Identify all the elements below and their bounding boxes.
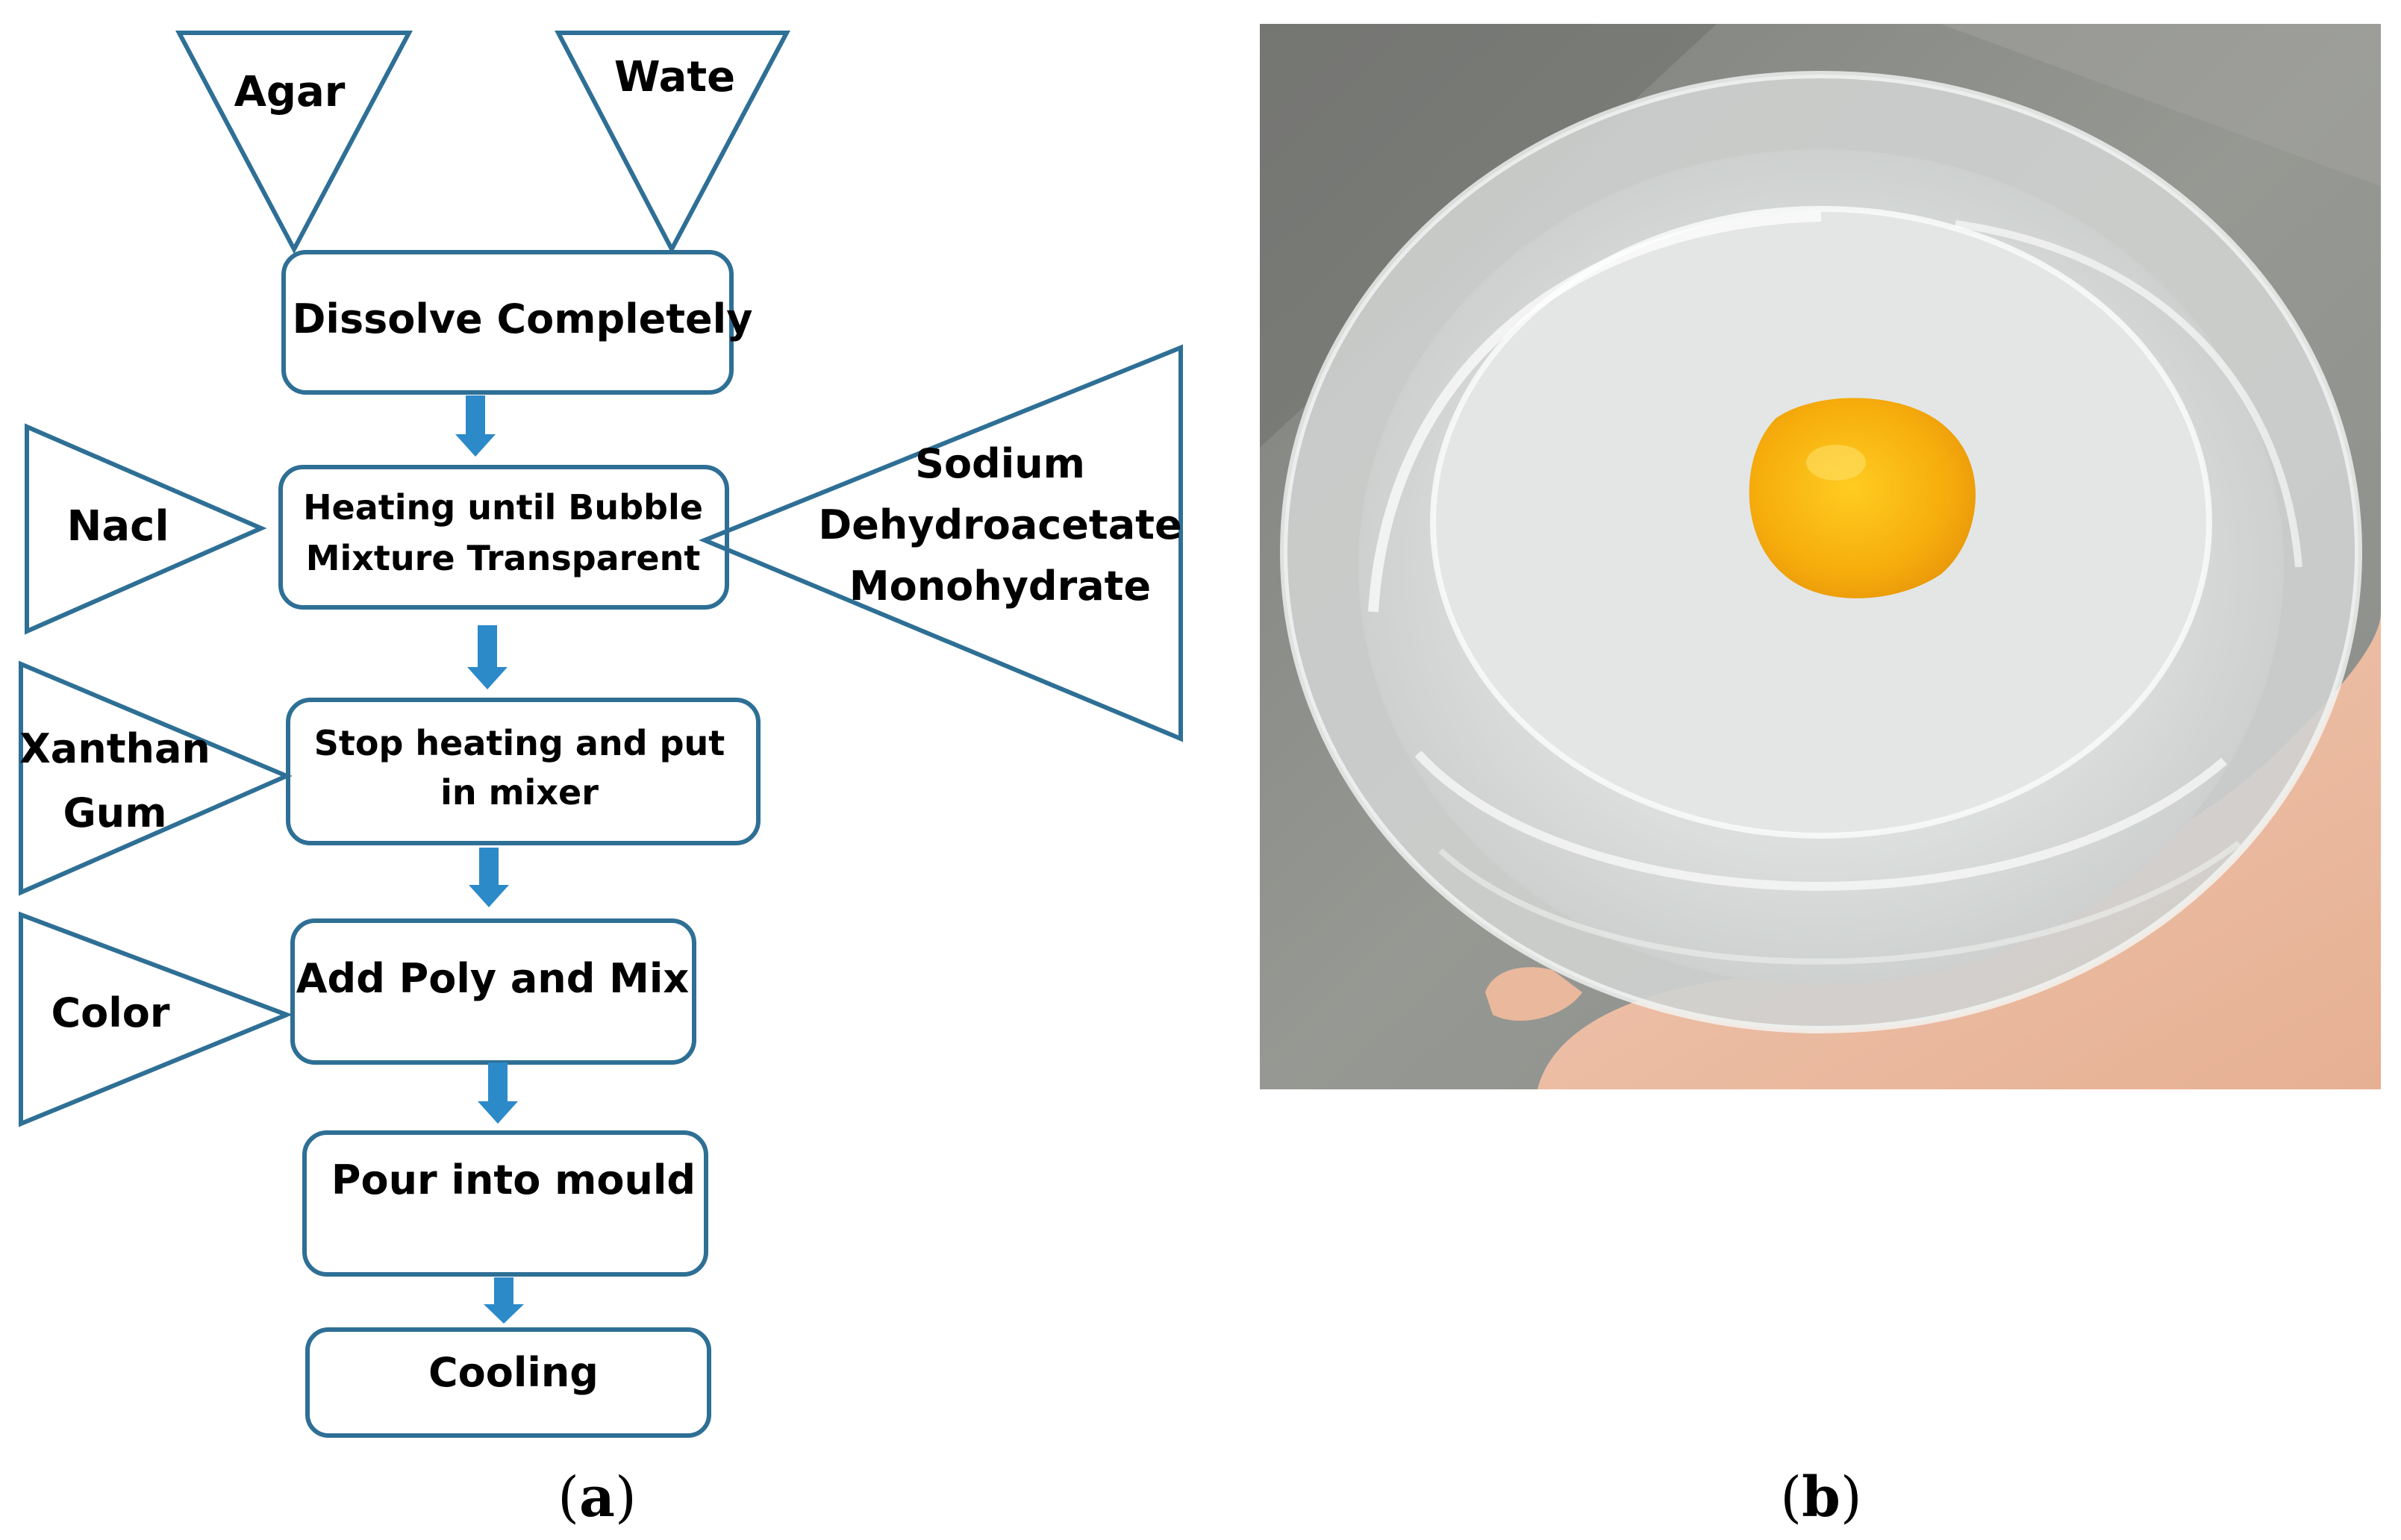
input-water-label: Wate — [614, 53, 735, 101]
product-photo — [1260, 24, 2381, 1089]
step-heating-box — [278, 465, 729, 610]
caption-b: (b) — [1780, 1465, 1862, 1530]
input-nacl-label: Nacl — [66, 502, 169, 551]
step-pour: Pour into mould — [302, 1130, 708, 1277]
input-sodium-label-1: Sodium — [915, 440, 1085, 487]
flow-arrow-4 — [478, 1062, 518, 1124]
step-dissolve-box — [281, 250, 734, 395]
step-heating-label-2: Mixture Transparent — [306, 538, 701, 578]
input-xanthan-label-1: Xanthan — [19, 725, 210, 772]
step-pour-label: Pour into mould — [331, 1156, 696, 1203]
step-cooling: Cooling — [305, 1327, 711, 1438]
step-dissolve: Dissolve Completely — [281, 250, 753, 395]
flow-arrow-2 — [467, 625, 508, 689]
input-sodium-label-2: Dehydroacetate — [818, 501, 1181, 548]
input-nacl-triangle — [25, 423, 267, 635]
input-sodium-triangle — [699, 344, 1183, 742]
step-heating: Heating until Bubble Mixture Transparent — [278, 465, 729, 610]
input-agar-triangle — [175, 31, 413, 254]
input-color-label: Color — [51, 989, 170, 1036]
input-agar-label: Agar — [234, 68, 346, 116]
flow-arrow-3 — [469, 848, 509, 907]
input-sodium-dehydroacetate: Sodium Dehydroacetate Monohydrate — [699, 344, 1183, 742]
input-color-triangle — [19, 911, 293, 1127]
caption-a: (a) — [558, 1465, 637, 1530]
input-sodium-label-3: Monohydrate — [849, 563, 1151, 610]
step-stop-heating-label-1: Stop heating and put — [314, 723, 725, 763]
input-xanthan-label-2: Gum — [63, 789, 166, 836]
input-water-triangle — [555, 31, 790, 254]
step-cooling-box — [305, 1327, 711, 1438]
flow-arrow-5 — [484, 1277, 524, 1324]
input-agar: Agar — [175, 31, 413, 254]
step-pour-box — [302, 1130, 708, 1277]
step-add-poly: Add Poly and Mix — [290, 918, 696, 1065]
step-heating-label-1: Heating until Bubble — [303, 487, 703, 528]
step-dissolve-label: Dissolve Completely — [293, 295, 753, 342]
flowchart-panel: Agar Wate Nacl Sodium Dehydroacetate Mon… — [19, 31, 1183, 1530]
step-stop-heating-box — [286, 698, 761, 845]
step-stop-heating: Stop heating and put in mixer — [286, 698, 761, 845]
input-color: Color — [19, 911, 293, 1127]
photo-panel: (b) — [1260, 24, 2381, 1530]
input-water: Wate — [555, 31, 790, 254]
input-xanthan-gum: Xanthan Gum — [19, 660, 293, 896]
step-stop-heating-label-2: in mixer — [440, 772, 599, 813]
step-add-poly-label: Add Poly and Mix — [296, 955, 690, 1002]
input-nacl: Nacl — [25, 423, 267, 635]
step-cooling-label: Cooling — [428, 1349, 599, 1396]
flow-arrow-1 — [455, 395, 496, 457]
input-xanthan-triangle — [19, 660, 293, 896]
